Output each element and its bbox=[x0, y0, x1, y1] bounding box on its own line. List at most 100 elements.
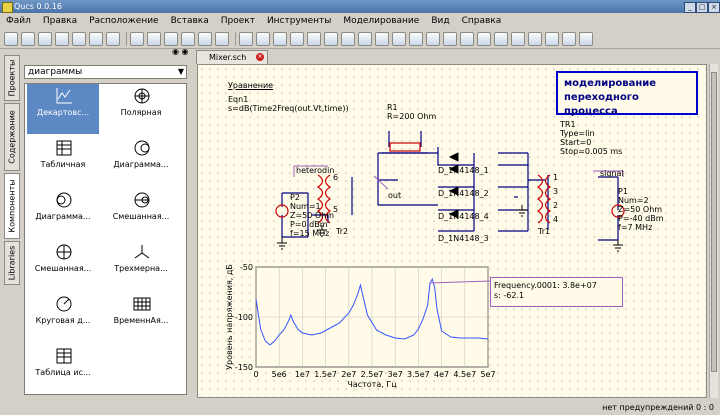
component-timing[interactable]: ВременнАя... bbox=[105, 292, 177, 342]
component-smith-polar[interactable]: Смешанная... bbox=[27, 240, 99, 290]
zoom-fit-icon[interactable] bbox=[239, 31, 253, 46]
open-file-icon[interactable] bbox=[38, 31, 52, 46]
component-admittance[interactable]: Диаграмма... bbox=[27, 188, 99, 238]
tab-projects[interactable]: Проекты bbox=[4, 55, 20, 101]
print-icon[interactable] bbox=[106, 31, 120, 46]
menu-help[interactable]: Справка bbox=[461, 16, 502, 26]
zoom-area-icon[interactable] bbox=[307, 31, 321, 46]
components-panel: ◉ ◉ диаграммы ▼ Декартовс... Полярная Та… bbox=[22, 47, 190, 395]
vertical-scrollbar[interactable] bbox=[709, 64, 718, 398]
p2-p: P=0 dBm bbox=[290, 220, 328, 229]
schematic-wires bbox=[281, 131, 619, 241]
port-icon[interactable] bbox=[528, 31, 542, 46]
panel-close-icons[interactable]: ◉ ◉ bbox=[172, 47, 189, 56]
new-text-icon[interactable] bbox=[21, 31, 35, 46]
label-heterodin[interactable]: heterodin bbox=[296, 166, 335, 175]
tab-components[interactable]: Компоненты bbox=[4, 173, 20, 239]
edit-component-icon[interactable] bbox=[341, 31, 355, 46]
title-bar: Qucs 0.0.16 _ □ × bbox=[0, 0, 720, 13]
polar-diagram-icon bbox=[134, 88, 150, 104]
component-tabular[interactable]: Табличная bbox=[27, 136, 99, 186]
schematic-canvas[interactable]: Уравнение Eqn1 s=dB(Time2Freq(out.Vt,tim… bbox=[197, 64, 707, 398]
equation-header[interactable]: Уравнение bbox=[228, 81, 274, 90]
equation-icon[interactable] bbox=[494, 31, 508, 46]
delete-icon[interactable] bbox=[181, 31, 195, 46]
title-box[interactable]: моделирование переходного процесса bbox=[556, 71, 698, 117]
left-tab-bar: Проекты Содержание Компоненты Libraries bbox=[4, 55, 20, 395]
marker-icon[interactable] bbox=[545, 31, 559, 46]
activate-icon[interactable] bbox=[443, 31, 457, 46]
y-tick-label: -150 bbox=[235, 363, 253, 372]
pin-label-4: 4 bbox=[553, 215, 559, 224]
document-tab[interactable]: Mixer.sch × bbox=[196, 50, 268, 64]
menu-insert[interactable]: Вставка bbox=[170, 16, 209, 26]
zoom-reset-icon[interactable] bbox=[290, 31, 304, 46]
equation-expression[interactable]: s=dB(Time2Freq(out.Vt,time)) bbox=[228, 104, 349, 113]
menu-edit[interactable]: Правка bbox=[42, 16, 78, 26]
simulate-icon[interactable] bbox=[562, 31, 576, 46]
menu-project[interactable]: Проект bbox=[220, 16, 255, 26]
new-file-icon[interactable] bbox=[4, 31, 18, 46]
component-polar-smith[interactable]: Смешанная... bbox=[105, 188, 177, 238]
category-value: диаграммы bbox=[28, 67, 83, 77]
smith-polar-icon bbox=[56, 244, 72, 260]
x-tick-label: 3.5e7 bbox=[407, 370, 430, 379]
scroll-thumb[interactable] bbox=[711, 72, 717, 372]
menu-tools[interactable]: Инструменты bbox=[266, 16, 332, 26]
zoom-in-icon[interactable] bbox=[256, 31, 270, 46]
toolbar-separator bbox=[126, 31, 127, 46]
category-select[interactable]: диаграммы ▼ bbox=[24, 65, 187, 79]
x-tick-label: 1e7 bbox=[295, 370, 310, 379]
marker-value: s: -62.1 bbox=[494, 291, 525, 300]
menu-bar: Файл Правка Расположение Вставка Проект … bbox=[0, 13, 720, 29]
r1-value: R=200 Ohm bbox=[387, 112, 437, 121]
wire-label-icon[interactable] bbox=[477, 31, 491, 46]
menu-simulation[interactable]: Моделирование bbox=[343, 16, 420, 26]
component-locus[interactable]: Круговая д... bbox=[27, 292, 99, 342]
zoom-out-icon[interactable] bbox=[273, 31, 287, 46]
component-truth-table[interactable]: Таблица ис... bbox=[27, 344, 99, 394]
cut-icon[interactable] bbox=[130, 31, 144, 46]
series-line-0 bbox=[255, 277, 489, 346]
maximize-button[interactable]: □ bbox=[696, 2, 708, 13]
component-3d[interactable]: Трехмерна... bbox=[105, 240, 177, 290]
label-signal[interactable]: signal bbox=[600, 169, 624, 178]
mirror-y-icon[interactable] bbox=[392, 31, 406, 46]
redo-icon[interactable] bbox=[215, 31, 229, 46]
status-bar: нет предупреждений 0 : 0 bbox=[0, 400, 720, 415]
tab-contents[interactable]: Содержание bbox=[4, 103, 20, 171]
enter-subcircuit-icon[interactable] bbox=[409, 31, 423, 46]
save-all-icon[interactable] bbox=[72, 31, 86, 46]
document-tab-label: Mixer.sch bbox=[209, 53, 247, 62]
undo-icon[interactable] bbox=[198, 31, 212, 46]
close-button[interactable]: × bbox=[708, 2, 720, 13]
chevron-down-icon: ▼ bbox=[177, 67, 184, 76]
select-arrow-icon[interactable] bbox=[324, 31, 338, 46]
minimize-button[interactable]: _ bbox=[684, 2, 696, 13]
component-cartesian[interactable]: Декартовс... bbox=[27, 84, 99, 134]
copy-icon[interactable] bbox=[147, 31, 161, 46]
mirror-x-icon[interactable] bbox=[375, 31, 389, 46]
view-data-icon[interactable] bbox=[579, 31, 593, 46]
wire-icon[interactable] bbox=[460, 31, 474, 46]
rotate-icon[interactable] bbox=[358, 31, 372, 46]
chart-marker[interactable]: Frequency.0001: 3.8e+07 s: -62.1 bbox=[490, 277, 623, 307]
schematic-components bbox=[275, 142, 625, 224]
close-doc-icon[interactable] bbox=[89, 31, 103, 46]
exit-subcircuit-icon[interactable] bbox=[426, 31, 440, 46]
paste-icon[interactable] bbox=[164, 31, 178, 46]
component-polar[interactable]: Полярная bbox=[105, 84, 177, 134]
label-out[interactable]: out bbox=[388, 191, 402, 200]
menu-layout[interactable]: Расположение bbox=[89, 16, 159, 26]
component-smith[interactable]: Диаграмма... bbox=[105, 136, 177, 186]
close-tab-icon[interactable]: × bbox=[256, 53, 264, 61]
menu-view[interactable]: Вид bbox=[431, 16, 450, 26]
menu-file[interactable]: Файл bbox=[6, 16, 31, 26]
save-icon[interactable] bbox=[55, 31, 69, 46]
ground-icon[interactable] bbox=[511, 31, 525, 46]
status-text: нет предупреждений 0 : 0 bbox=[602, 403, 714, 412]
marker-pointer bbox=[429, 280, 491, 284]
tr1-label: Tr1 bbox=[538, 227, 551, 236]
tab-libraries[interactable]: Libraries bbox=[4, 241, 20, 285]
